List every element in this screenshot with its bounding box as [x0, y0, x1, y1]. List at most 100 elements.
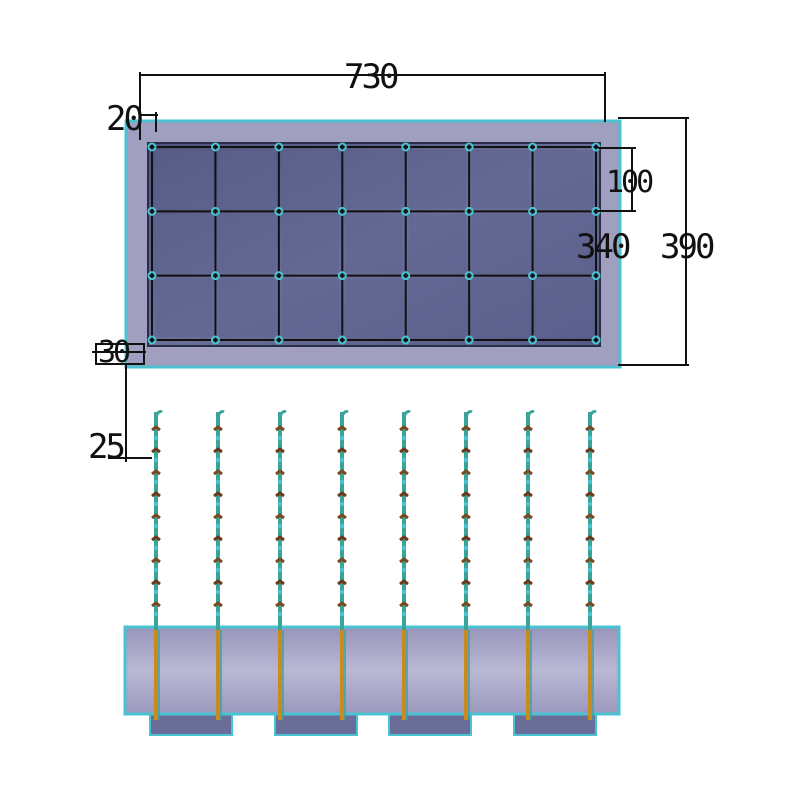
post-hook — [402, 410, 411, 417]
mesh-node — [528, 206, 538, 216]
mesh-cell — [155, 150, 213, 209]
mesh-cell — [281, 278, 340, 337]
post-hook — [278, 410, 287, 417]
post-tie — [523, 513, 533, 520]
post-tie — [151, 579, 161, 586]
elevation-view — [123, 410, 621, 736]
post-tie — [275, 535, 285, 542]
mesh-cells — [155, 150, 593, 337]
post-node — [215, 545, 221, 551]
post-tie — [523, 425, 533, 432]
post-node — [339, 567, 345, 573]
mesh-cell — [472, 150, 530, 209]
post-tie — [585, 601, 595, 608]
post-node — [215, 501, 221, 507]
mesh-cell — [281, 214, 340, 273]
mesh-cell — [408, 150, 467, 209]
post-node — [277, 523, 283, 529]
post-node — [277, 567, 283, 573]
post-node — [277, 479, 283, 485]
post-tie — [213, 491, 223, 498]
post-node — [587, 567, 593, 573]
post-tie — [461, 535, 471, 542]
post-node — [401, 479, 407, 485]
post-tie — [523, 491, 533, 498]
post-node — [525, 457, 531, 463]
post-tie — [151, 425, 161, 432]
post-node — [525, 523, 531, 529]
rebar-post — [585, 410, 597, 720]
post-node — [153, 457, 159, 463]
dim-label-340: 340 — [576, 227, 630, 267]
mesh-node — [274, 142, 284, 152]
post-tie — [461, 601, 471, 608]
post-tie — [461, 491, 471, 498]
mesh-cell — [155, 214, 213, 273]
dimension-labels: 730 390 340 100 20 30 25 — [88, 57, 717, 467]
mesh-node — [464, 271, 474, 281]
post-tie — [461, 579, 471, 586]
post-node — [463, 435, 469, 441]
post-tie — [337, 579, 347, 586]
post-tie — [275, 469, 285, 476]
post-hook — [340, 410, 349, 417]
post-node — [277, 589, 283, 595]
post-tie — [461, 469, 471, 476]
post-tie — [585, 579, 595, 586]
dim-label-30: 30 — [98, 335, 130, 370]
post-tie — [151, 513, 161, 520]
post-node — [463, 523, 469, 529]
mesh-cell — [155, 278, 213, 337]
post-node — [339, 589, 345, 595]
dim-label-20: 20 — [106, 99, 142, 139]
post-node — [277, 457, 283, 463]
mesh-node — [210, 335, 220, 345]
post-tie — [151, 601, 161, 608]
mesh-node — [274, 206, 284, 216]
post-tie — [399, 513, 409, 520]
mesh-node — [464, 142, 474, 152]
post-node — [587, 611, 593, 617]
mesh-node — [401, 335, 411, 345]
post-node — [215, 479, 221, 485]
mesh-cell — [408, 278, 467, 337]
post-tie — [213, 535, 223, 542]
post-node — [215, 567, 221, 573]
mesh-cell — [281, 150, 340, 209]
post-node — [463, 457, 469, 463]
post-node — [339, 435, 345, 441]
post-tie — [337, 601, 347, 608]
post-tie — [585, 491, 595, 498]
post-tie — [399, 491, 409, 498]
post-node — [153, 523, 159, 529]
post-tie — [461, 425, 471, 432]
post-node — [153, 611, 159, 617]
post-node — [401, 435, 407, 441]
post-tie — [523, 601, 533, 608]
post-tie — [151, 491, 161, 498]
post-tie — [213, 425, 223, 432]
dim-label-730: 730 — [344, 57, 398, 97]
mesh-node — [528, 335, 538, 345]
post-tie — [337, 425, 347, 432]
post-node — [153, 479, 159, 485]
post-tie — [213, 557, 223, 564]
post-tie — [585, 513, 595, 520]
post-node — [525, 479, 531, 485]
post-tie — [523, 557, 533, 564]
mesh-node — [464, 335, 474, 345]
mesh-cell — [472, 214, 530, 273]
mesh-cell — [218, 278, 276, 337]
post-tie — [337, 469, 347, 476]
dim-box-30 — [95, 343, 145, 365]
post-node — [153, 545, 159, 551]
post-tie — [213, 601, 223, 608]
post-node — [339, 545, 345, 551]
post-node — [401, 501, 407, 507]
base-beam — [123, 625, 621, 716]
post-tie — [461, 447, 471, 454]
post-node — [401, 523, 407, 529]
mesh-node — [210, 206, 220, 216]
rebar-post — [461, 410, 473, 720]
dim-label-390: 390 — [660, 227, 714, 267]
